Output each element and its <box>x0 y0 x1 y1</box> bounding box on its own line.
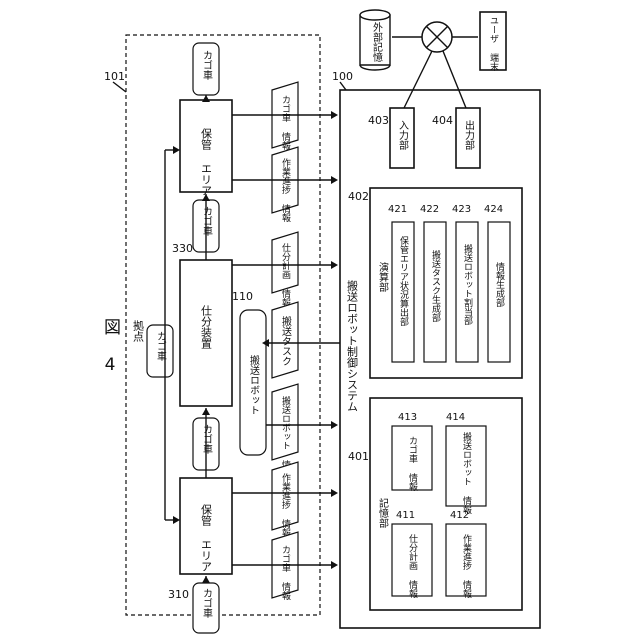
storage-item-413-label: カゴ車 情報 <box>407 436 418 492</box>
storage-area-top-label: 保管 エリア <box>200 127 213 196</box>
storage-item-414-ref: 414 <box>446 412 465 423</box>
storage-item-412-label: 作業進捗 情報 <box>461 533 472 599</box>
system-label: 搬送ロボット制御システム <box>346 279 359 412</box>
compute-unit-424-label: 情報生成部 <box>494 261 505 308</box>
storage-item-414-label: 搬送ロボット 情報 <box>461 431 472 515</box>
input-unit-ref: 403 <box>368 114 389 127</box>
info-cart-bottom-label: カゴ車 情報 <box>280 545 291 601</box>
info-sortplan-label: 仕分計画 情報 <box>280 242 291 308</box>
compute-unit-422-label: 搬送タスク生成部 <box>430 249 441 323</box>
compute-unit-424-ref: 424 <box>484 204 503 215</box>
sorter-label: 仕分装置 <box>200 305 213 349</box>
robot-ref: 110 <box>232 290 253 303</box>
output-unit-ref: 404 <box>432 114 453 127</box>
storage-item-411-label: 仕分計画 情報 <box>407 533 418 599</box>
compute-label: 演算部 <box>377 261 389 293</box>
system-ref: 100 <box>332 70 353 83</box>
storage-item-411-ref: 411 <box>396 510 415 521</box>
cart-input-ref: 310 <box>168 588 189 601</box>
compute-unit-422-ref: 422 <box>420 204 439 215</box>
info-progress-top-label: 作業進捗 情報 <box>280 157 291 223</box>
info-progress-bottom-label: 作業進捗 情報 <box>280 472 291 538</box>
sorter-ref: 330 <box>172 242 193 255</box>
compute-ref: 402 <box>348 190 369 203</box>
compute-unit-423-label: 搬送ロボット割当部 <box>462 243 473 326</box>
storage-unit-label: 記憶部 <box>377 497 389 529</box>
storage-area-bottom-label: 保管 エリア <box>200 503 213 572</box>
user-terminal-label: ユーザ 端末 <box>488 16 499 72</box>
figure-title: 図 4 <box>100 318 120 375</box>
compute-unit-421-label: 保管エリア状況算出部 <box>398 235 409 327</box>
info-task-label: 搬送タスク <box>280 315 292 366</box>
external-storage-label: 外部記憶 <box>371 22 383 63</box>
storage-item-412-ref: 412 <box>450 510 469 521</box>
compute-unit-423-ref: 423 <box>452 204 471 215</box>
site-ref: 101 <box>104 70 125 83</box>
cart-top-label: カゴ車 <box>201 50 213 81</box>
info-cart-top-label: カゴ車 情報 <box>280 95 291 151</box>
cart-input-label: カゴ車 <box>201 588 213 619</box>
output-unit-label: 出力部 <box>463 119 475 151</box>
input-unit-label: 入力部 <box>397 120 409 151</box>
site-label: 拠点 <box>132 320 145 343</box>
storage-unit-ref: 401 <box>348 450 369 463</box>
storage-item-413-ref: 413 <box>398 412 417 423</box>
compute-unit-421-ref: 421 <box>388 204 407 215</box>
robot-label: 搬送ロボット <box>248 354 260 415</box>
